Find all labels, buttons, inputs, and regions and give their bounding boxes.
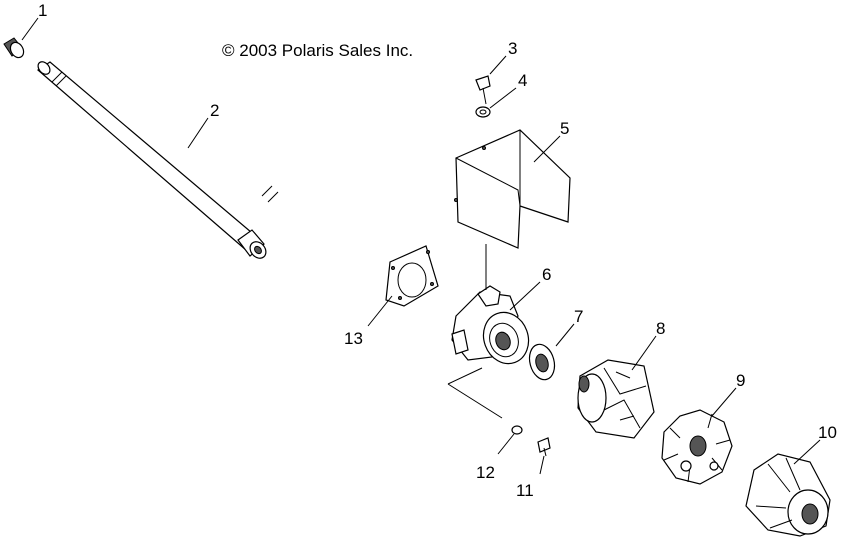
callout-10: 10: [818, 423, 837, 442]
leader-lines: [21, 17, 821, 475]
part-11-screw: [537, 437, 551, 457]
callout-7: 7: [574, 307, 583, 326]
callout-5: 5: [560, 119, 569, 138]
callout-3: 3: [508, 39, 517, 58]
callout-6: 6: [542, 265, 551, 284]
part-10-drive-sprocket: [745, 453, 831, 537]
callout-4: 4: [518, 71, 527, 90]
part-3-bolt: [475, 75, 491, 105]
part-7-seal: [528, 343, 556, 381]
callout-11: 11: [516, 481, 534, 500]
part-13-gasket: [385, 245, 439, 307]
part-12-washer: [511, 425, 523, 435]
callout-1: 1: [38, 1, 47, 20]
callout-12: 12: [476, 463, 495, 482]
callout-13: 13: [344, 329, 363, 348]
part-1-bushing: [3, 37, 25, 59]
part-4-nut: [475, 106, 491, 118]
copyright-text: © 2003 Polaris Sales Inc.: [222, 41, 413, 60]
callout-2: 2: [210, 101, 219, 120]
part-8-drive-sprocket: [577, 359, 655, 439]
part-6-bearing-housing: [451, 244, 530, 365]
callout-9: 9: [736, 371, 745, 390]
part-2-shaft: [37, 61, 279, 259]
part-9-sprocket: [661, 409, 733, 485]
callout-8: 8: [656, 319, 665, 338]
part-5-cover: [454, 129, 571, 249]
